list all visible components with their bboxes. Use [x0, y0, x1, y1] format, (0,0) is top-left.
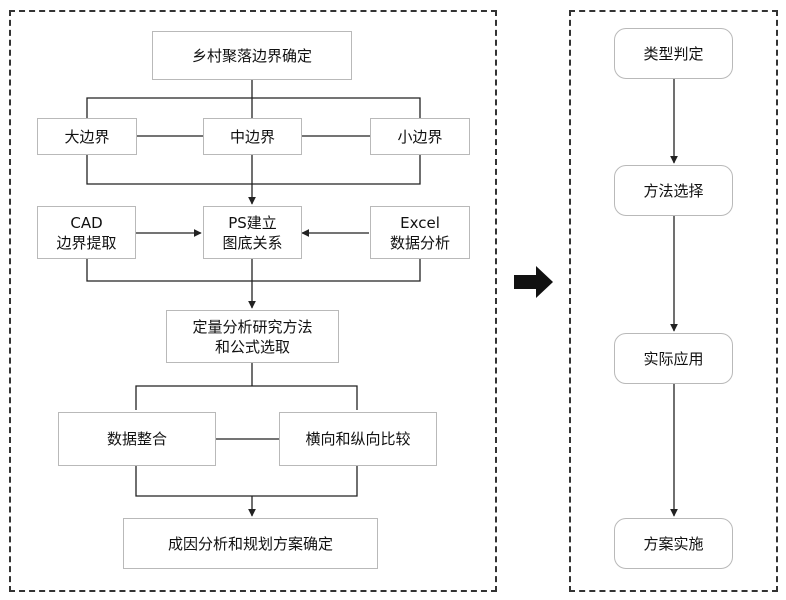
excel-analysis-box: Excel 数据分析	[370, 206, 470, 259]
planning-result-label: 成因分析和规划方案确定	[167, 534, 333, 553]
cad-extraction-box: CAD 边界提取	[37, 206, 136, 259]
large-boundary-label: 大边界	[64, 127, 110, 146]
small-boundary-label: 小边界	[397, 127, 443, 146]
transition-arrow-icon	[514, 266, 553, 298]
medium-boundary-box: 中边界	[203, 118, 302, 155]
type-determination-label: 类型判定	[643, 44, 704, 63]
ps-figure-ground-box: PS建立 图底关系	[203, 206, 302, 259]
data-integration-label: 数据整合	[106, 430, 167, 448]
planning-result-box: 成因分析和规划方案确定	[123, 518, 378, 569]
method-selection-box: 方法选择	[614, 165, 733, 216]
comparison-box: 横向和纵向比较	[279, 412, 437, 466]
method-selection-label: 方法选择	[643, 181, 704, 200]
cad-extraction-label: CAD 边界提取	[56, 213, 117, 252]
data-integration-box: 数据整合	[58, 412, 216, 466]
right-panel-frame	[569, 10, 778, 592]
small-boundary-box: 小边界	[370, 118, 470, 155]
type-determination-box: 类型判定	[614, 28, 733, 79]
ps-figure-ground-label: PS建立 图底关系	[222, 213, 283, 252]
quantitative-method-label: 定量分析研究方法 和公式选取	[192, 317, 313, 356]
excel-analysis-label: Excel 数据分析	[389, 213, 450, 252]
large-boundary-box: 大边界	[37, 118, 137, 155]
plan-implementation-label: 方案实施	[643, 534, 704, 553]
practical-application-box: 实际应用	[614, 333, 733, 384]
plan-implementation-box: 方案实施	[614, 518, 733, 569]
quantitative-method-box: 定量分析研究方法 和公式选取	[166, 310, 339, 363]
boundary-definition-box: 乡村聚落边界确定	[152, 31, 352, 80]
boundary-definition-label: 乡村聚落边界确定	[191, 46, 312, 65]
practical-application-label: 实际应用	[643, 349, 704, 368]
medium-boundary-label: 中边界	[229, 127, 275, 146]
comparison-label: 横向和纵向比较	[305, 430, 411, 448]
left-panel-frame	[9, 10, 497, 592]
